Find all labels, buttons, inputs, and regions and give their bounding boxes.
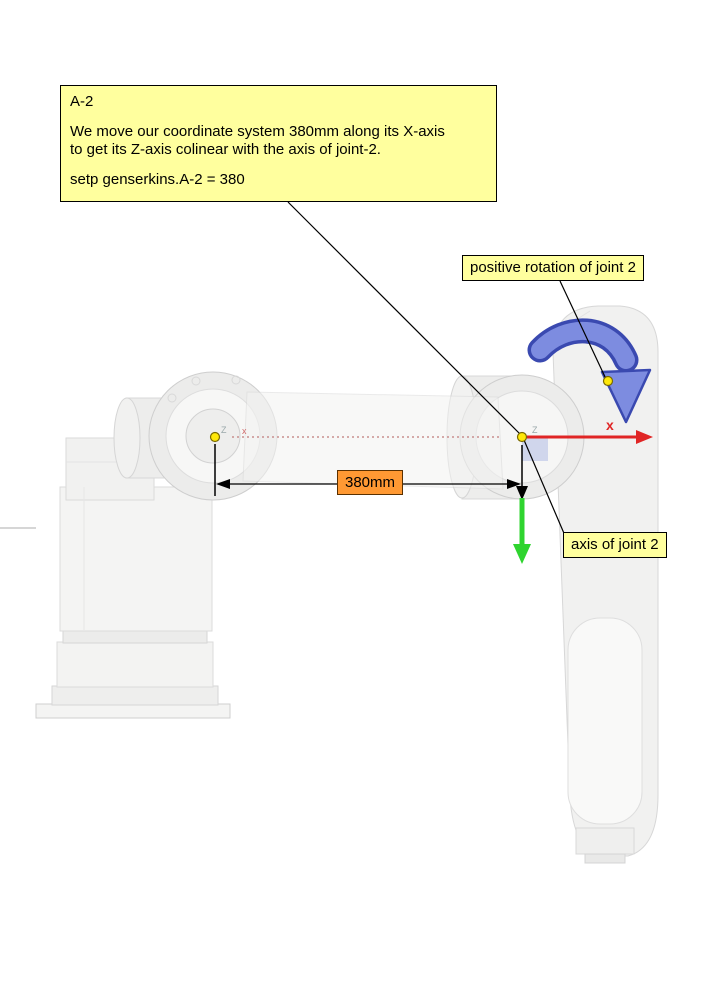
- origin-dot-joint2: [516, 431, 528, 443]
- forearm-slot: [567, 617, 643, 825]
- bolt-hole: [167, 393, 177, 403]
- rotation-arrow-band: [531, 322, 635, 369]
- pedestal-cylinder: [56, 641, 214, 688]
- leader-axis-of-joint2: [523, 439, 567, 539]
- callout-a2-body-line2: to get its Z-axis colinear with the axis…: [70, 141, 381, 158]
- callout-a2-title: A-2: [70, 93, 94, 110]
- origin-dot-joint1: [209, 431, 221, 443]
- y-axis-arrowhead: [513, 544, 531, 564]
- right-origin-z-label: Z: [532, 425, 538, 435]
- rotation-marker-dot: [602, 375, 614, 387]
- callout-a2-command: setp genserkins.A-2 = 380: [70, 171, 245, 188]
- left-origin-x-label: x: [242, 426, 247, 436]
- bolt-hole: [231, 375, 241, 385]
- label-axis-of-joint2: axis of joint 2: [563, 532, 667, 558]
- callout-a2: A-2 We move our coordinate system 380mm …: [60, 85, 497, 202]
- leader-callout-a2: [287, 201, 521, 435]
- callout-a2-body-line1: We move our coordinate system 380mm alon…: [70, 123, 445, 140]
- base-flange: [51, 685, 219, 706]
- x-axis-arrowhead: [636, 430, 653, 444]
- callout-a2-body: We move our coordinate system 380mm alon…: [70, 123, 487, 159]
- leader-positive-rotation: [559, 280, 607, 380]
- forearm-foot-pad: [584, 853, 626, 864]
- label-positive-rotation: positive rotation of joint 2: [462, 255, 644, 281]
- dim-down-arrowhead: [516, 486, 528, 500]
- robot-base: [35, 437, 231, 719]
- rotation-arrowhead: [600, 368, 652, 424]
- base-plate: [35, 703, 231, 719]
- forearm-foot: [575, 827, 635, 855]
- x-axis-label: x: [606, 417, 614, 433]
- robot-upper-arm: [242, 391, 504, 490]
- shoulder-cylinder-cap: [113, 397, 141, 479]
- pedestal-collar: [62, 629, 208, 644]
- left-origin-z-label: Z: [221, 425, 227, 435]
- axes: x: [513, 417, 653, 564]
- rotation-arrow: [527, 318, 652, 424]
- bolt-hole: [191, 376, 201, 386]
- dim-arrowhead-left: [216, 479, 230, 489]
- dim-arrowhead-right: [507, 479, 521, 489]
- column: [59, 486, 213, 632]
- gizmo-plane: [522, 437, 548, 461]
- label-dimension-380mm: 380mm: [337, 470, 404, 495]
